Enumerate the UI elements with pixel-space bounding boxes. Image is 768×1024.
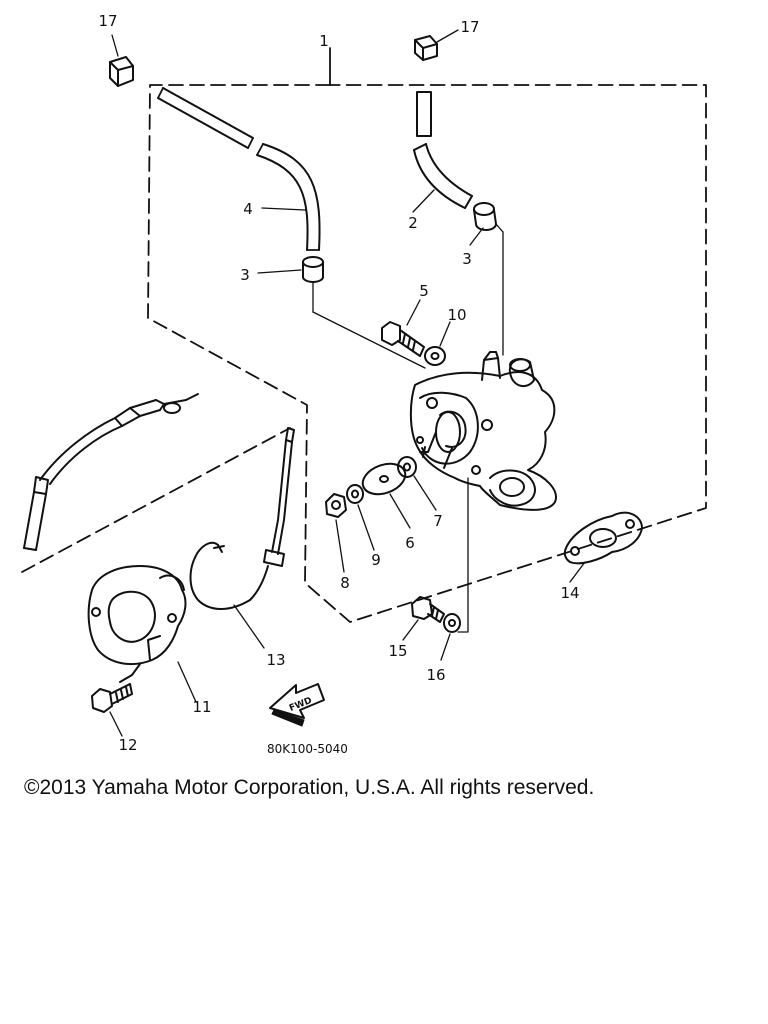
label-1: 1 [319, 32, 329, 50]
label-16: 16 [426, 666, 445, 684]
label-3b: 3 [462, 250, 472, 268]
label-7: 7 [433, 512, 443, 530]
label-14: 14 [560, 584, 579, 602]
guide-line-3-right [495, 223, 504, 233]
leader-2 [412, 189, 435, 213]
leader-17-right [436, 29, 459, 43]
nut-17-right [414, 35, 438, 61]
label-3a: 3 [240, 266, 250, 284]
drawing-code: 80K100-5040 [267, 742, 348, 756]
leader-7 [413, 475, 437, 511]
guide-line-to-pump [312, 311, 426, 369]
leader-11 [177, 661, 197, 703]
leader-16 [440, 633, 451, 661]
leader-5 [406, 299, 421, 326]
exploded-parts-diagram: 1 2 3 3 4 5 6 7 8 9 10 11 12 13 14 15 16… [21, 12, 707, 756]
leader-9 [357, 504, 375, 551]
label-6: 6 [405, 534, 415, 552]
leader-14 [569, 561, 586, 583]
lock-washer-9 [346, 484, 364, 504]
oil-pump-body [409, 351, 557, 511]
label-12: 12 [118, 736, 137, 754]
washer-6 [361, 462, 407, 496]
label-13: 13 [266, 651, 285, 669]
leader-17-left [111, 34, 119, 57]
leader-6 [389, 493, 411, 529]
bolt-15 [411, 596, 445, 623]
label-17b: 17 [460, 18, 479, 36]
hose-clamp-right [473, 202, 497, 231]
label-11: 11 [192, 698, 211, 716]
label-8: 8 [340, 574, 350, 592]
washer-7 [397, 456, 417, 478]
leader-3-right [469, 227, 484, 246]
leader-4 [261, 207, 306, 211]
label-5: 5 [419, 282, 429, 300]
part-labels: 1 2 3 3 4 5 6 7 8 9 10 11 12 13 14 15 16… [98, 12, 579, 754]
fuel-hose-long [157, 87, 321, 251]
assembly-boundary [147, 84, 707, 623]
leader-12 [109, 711, 123, 737]
label-15: 15 [388, 642, 407, 660]
pump-cover-11 [87, 565, 187, 683]
label-10: 10 [447, 306, 466, 324]
label-4: 4 [243, 200, 253, 218]
hose-clamp-left [302, 256, 324, 283]
throttle-cable [23, 393, 199, 551]
bolt-12 [91, 683, 133, 713]
leader-13 [233, 604, 265, 649]
nut-8 [325, 493, 347, 518]
label-17a: 17 [98, 12, 117, 30]
leader-8 [335, 519, 345, 573]
nut-17-left [109, 56, 134, 87]
washer-10 [424, 346, 446, 366]
oil-pump-cable [189, 427, 295, 610]
label-2: 2 [408, 214, 418, 232]
guide-line-bolt-15 [457, 477, 469, 633]
leader-10 [439, 321, 451, 347]
bolt-5 [381, 321, 425, 357]
cable-boundary [21, 427, 291, 573]
leader-15 [402, 619, 419, 641]
forward-arrow [269, 683, 325, 727]
gasket-14 [563, 511, 643, 565]
label-9: 9 [371, 551, 381, 569]
washer-16 [443, 613, 461, 633]
copyright-notice: ©2013 Yamaha Motor Corporation, U.S.A. A… [24, 776, 595, 799]
leader-3-left [257, 269, 302, 274]
fuel-hose-short [413, 91, 473, 209]
